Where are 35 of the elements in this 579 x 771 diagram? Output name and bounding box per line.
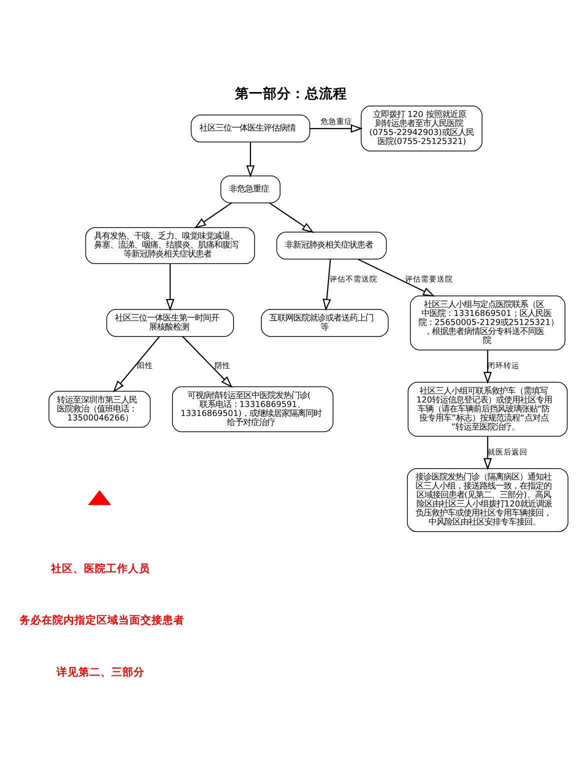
arrow — [166, 263, 174, 311]
arrow — [269, 202, 314, 233]
edge-label: 阴性 — [214, 360, 230, 370]
node-box: 转运至深圳市第三人民医院救治（值班电话：13500046266） — [48, 390, 151, 428]
node-box: 非新冠肺炎相关症状患者 — [276, 231, 387, 260]
node-box: 社区三位一体医生第一时间开展核酸检测 — [106, 308, 234, 336]
edge-label: 就医后返回 — [488, 446, 528, 456]
node-triangle — [88, 490, 112, 505]
arrow — [246, 142, 255, 177]
edge-label: 阳性 — [137, 360, 154, 370]
node-box: 可视病情转运至区中医院发热门诊(联系电话：13316869591、13316869501)，或继续居家隔离同时给予对症治疗 — [172, 386, 334, 432]
node-box: 接诊医院发热门诊（隔离病区）通知社区三人小组，接送路线一致，在指定的区域接回患者(见第二、三部分)。高风险区由社区三人小组拨打120就近调派负压救护车或使用社区专用车辆接回，中风险区由社区安排专车接回。 — [406, 468, 568, 532]
diagram-title: 第一部分：总流程 — [235, 86, 348, 102]
arrow — [483, 436, 492, 470]
node-box: 非危急重症 — [220, 174, 280, 203]
arrow — [182, 336, 233, 388]
node-box: 互联网医院就诊或者送药上门等 — [260, 308, 389, 336]
node-box: 立即拨打 120 按照就近原则转运患者至市人民医院(0755-22942903)或区人民医院(0755-25125321) — [360, 105, 482, 151]
label: 务必在院内指定区域当面交接患者 — [19, 614, 184, 626]
arrow — [310, 124, 363, 132]
arrow — [483, 350, 492, 384]
node-box: 社区三位一体医生评估病情 — [190, 114, 310, 142]
arrow — [358, 258, 436, 296]
node-box: 具有发热、干咳、乏力、嗅觉味觉减退、鼻塞、流涕、咽痛、结膜炎、肌痛和腹泻等新冠肺炎相关症状患者 — [85, 226, 255, 264]
edge-label: 危急重症 — [320, 116, 352, 126]
node-box: 社区三人小组与定点医院联系（区中医院：13316869501；区人民医院：25650005-2129或25125321），根据患者病情区分专科送不同医院 — [410, 295, 566, 350]
node-box: 社区三人小组可联系救护车（需填写120转运信息登记表）或使用社区专用车辆（请在车辆前后挡风玻璃张贴“防疫专用车”标志）按规范流程“点对点”转运至医院治疗。 — [408, 381, 568, 436]
edge-label: 评估需要送院 — [405, 274, 454, 284]
arrow — [113, 336, 160, 392]
arrow — [194, 202, 232, 228]
label: 详见第二、三部分 — [56, 666, 144, 678]
arrow — [322, 258, 332, 310]
edge-label: 评估不需送院 — [329, 274, 378, 284]
edge-label: 闭环转运 — [488, 360, 520, 370]
label: 社区、医院工作人员 — [51, 562, 150, 574]
